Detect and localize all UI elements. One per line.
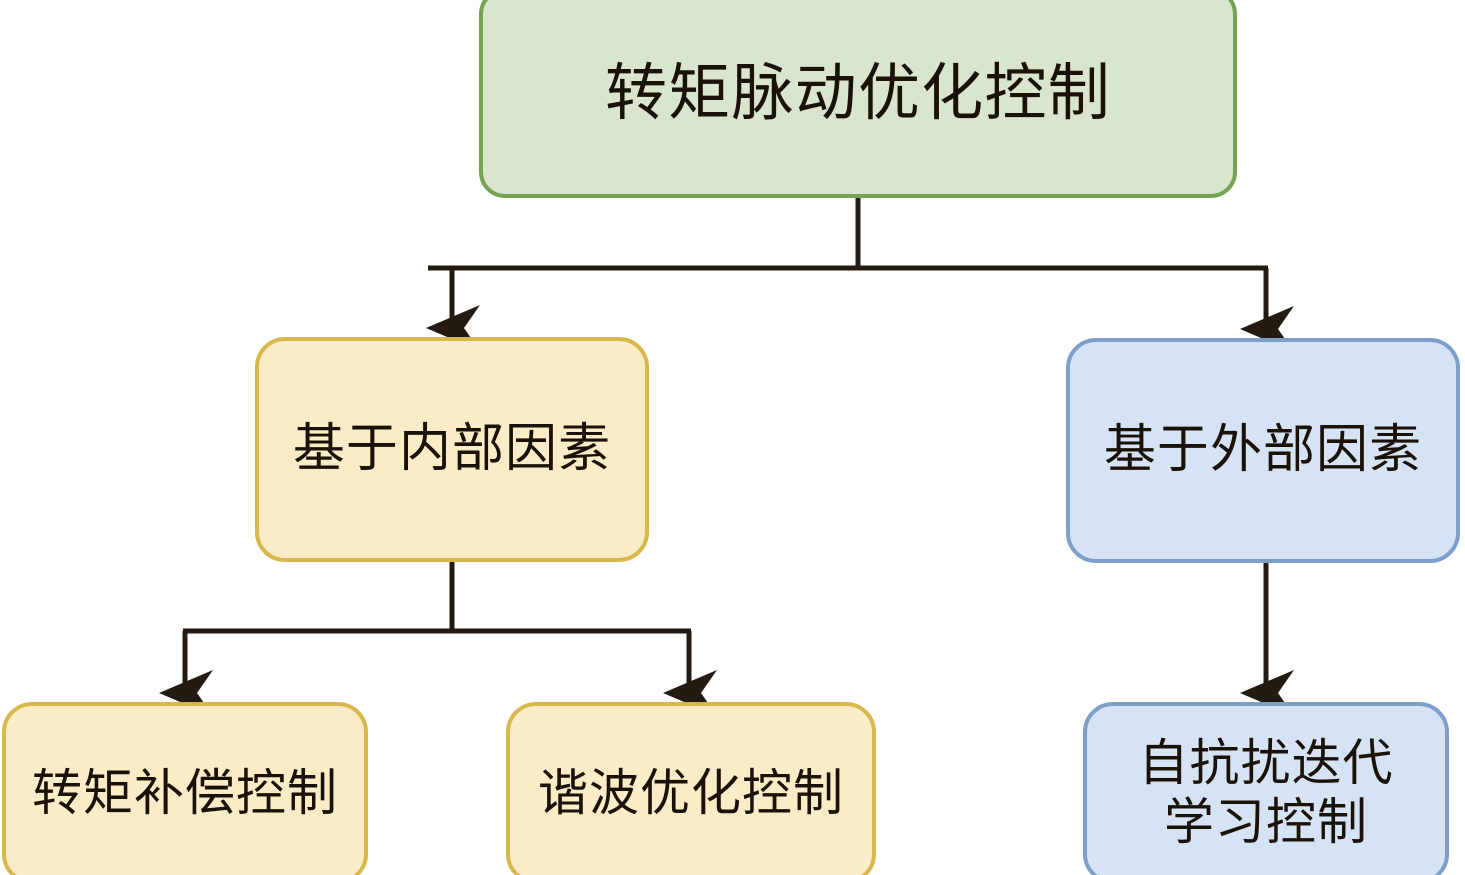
node-root-torque-ripple-optimization[interactable]: 转矩脉动优化控制 bbox=[479, 0, 1237, 198]
edge-internal-to-leaves bbox=[159, 562, 717, 717]
node-external-factors[interactable]: 基于外部因素 bbox=[1066, 338, 1460, 563]
node-adrc-iterative-learning-control[interactable]: 自抗扰迭代 学习控制 bbox=[1083, 702, 1449, 875]
node-internal-factors[interactable]: 基于内部因素 bbox=[255, 337, 649, 562]
edge-root-to-children bbox=[426, 198, 1294, 353]
node-harmonic-optimization-control[interactable]: 谐波优化控制 bbox=[506, 702, 876, 875]
node-torque-compensation-control[interactable]: 转矩补偿控制 bbox=[2, 702, 368, 875]
